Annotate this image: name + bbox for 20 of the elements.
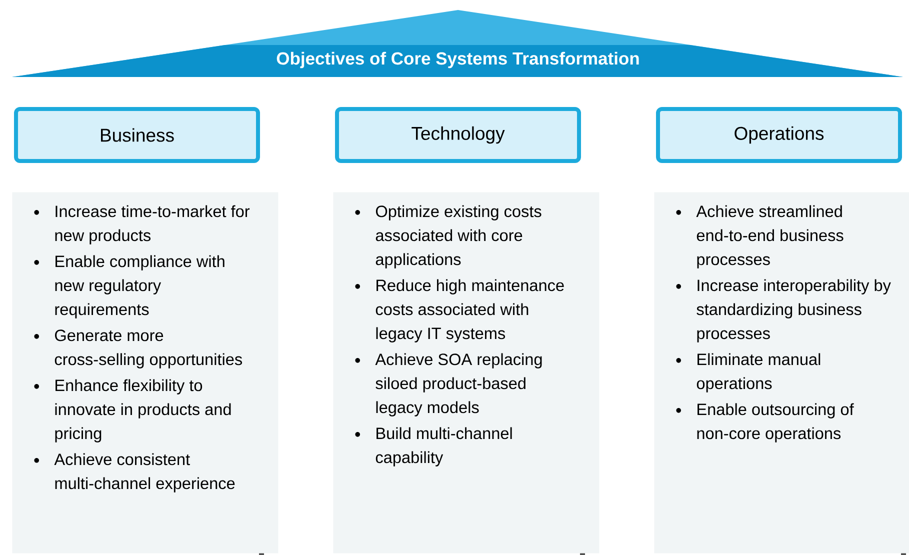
bullet-item: Achieve SOA replacing siloed product-based legacy models (355, 353, 542, 416)
bullet-item: Optimize existing costs associated with core applications (355, 205, 542, 268)
text-panel (654, 192, 909, 555)
header-box: Technology (335, 107, 581, 163)
header-box: Operations (656, 107, 902, 163)
text-panel (12, 192, 278, 555)
bullet-item: Increase interoperability by standardizing business processes (676, 279, 891, 342)
roof-banner: Objectives of Core Systems Transformation (12, 10, 903, 77)
text-panel (333, 192, 600, 555)
bullet-item: Enhance flexibility to innovate in products and pricing (34, 379, 231, 442)
bullet-item: Achieve consistent multi-channel experience (34, 453, 235, 492)
header-box: Business (14, 107, 260, 163)
bullet-item: Achieve streamlined end-to-end business processes (676, 205, 844, 268)
bullet-item: Eliminate manual operations (676, 353, 820, 392)
bullet-item: Increase time-to-market for new products (34, 205, 250, 244)
bullet-item: Enable compliance with new regulatory requirements (34, 255, 224, 318)
bullet-item: Enable outsourcing of non-core operations (676, 403, 854, 442)
bullet-item: Build multi-channel capability (355, 427, 512, 466)
bullet-item: Reduce high maintenance costs associated with legacy IT systems (355, 279, 564, 342)
bullet-item: Generate more cross-selling opportunities (34, 330, 242, 368)
